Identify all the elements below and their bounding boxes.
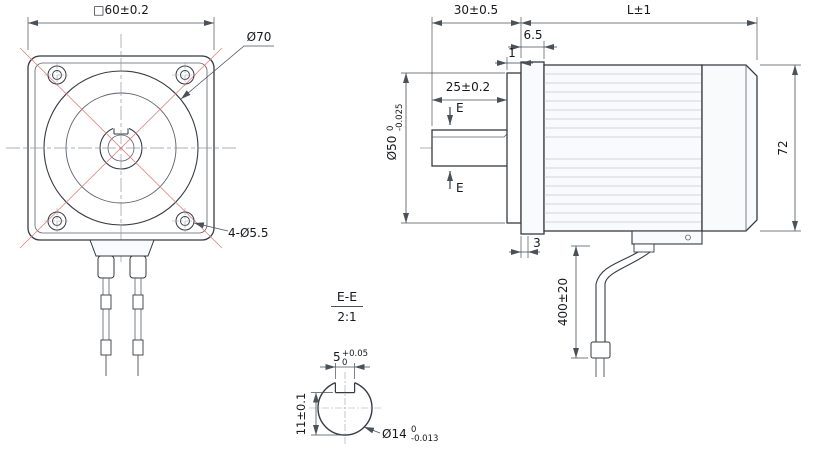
dim-motor-length: L±1 <box>627 3 651 17</box>
slot-outline <box>334 382 356 394</box>
section-mark-top: E <box>456 101 464 115</box>
svg-text:-0.013: -0.013 <box>411 434 438 444</box>
cable <box>590 251 651 377</box>
screw-dot <box>685 234 691 241</box>
dim-body-height: 72 <box>776 140 790 155</box>
section-scale: 2:1 <box>337 310 356 324</box>
svg-text:-0.025: -0.025 <box>395 104 405 131</box>
cable-gland <box>633 243 655 253</box>
wire-ferrule <box>100 339 112 356</box>
front-flange <box>520 61 545 235</box>
dim-section-height: 11±0.1 <box>294 392 343 436</box>
front-view-dimensions: □60±0.2 Ø70 4-Ø5.5 <box>27 3 274 240</box>
centerlines <box>6 34 236 262</box>
mounting-hole-bottom-right <box>172 208 198 234</box>
front-view: □60±0.2 Ø70 4-Ø5.5 <box>6 3 274 376</box>
dim-mounting-holes: 4-Ø5.5 <box>228 226 269 240</box>
dim-key-depth: 3 <box>533 236 541 250</box>
dim-pilot-diameter: Ø50 0 -0.025 <box>385 104 405 161</box>
section-cut-line-e: E E <box>447 101 464 195</box>
svg-text:11±0.1: 11±0.1 <box>294 393 308 436</box>
svg-text:400±20: 400±20 <box>556 278 570 326</box>
section-mark-bottom: E <box>456 181 464 195</box>
slot-erase <box>335 376 355 393</box>
svg-text:0: 0 <box>342 358 347 368</box>
dim-flange-thickness: 6.5 <box>523 28 542 42</box>
svg-text:0: 0 <box>411 425 416 435</box>
diagonal-centerline <box>19 47 223 249</box>
cable-end-connector <box>590 341 611 359</box>
svg-text:0: 0 <box>386 126 396 131</box>
dim-section-diameter: Ø14 0 -0.013 <box>363 425 438 444</box>
dim-cable-length: 400±20 <box>556 278 570 326</box>
cable-exit-box <box>631 230 703 245</box>
rear-endbell <box>701 64 758 232</box>
mounting-hole-top-left <box>44 62 70 88</box>
dim-slot-width: 5 +0.05 0 <box>320 349 370 379</box>
pilot-dia-leader <box>180 45 274 100</box>
svg-text:72: 72 <box>776 140 790 155</box>
dim-boss-protrusion: 1 <box>508 46 516 60</box>
pilot-boss <box>506 72 522 224</box>
svg-text:Ø14: Ø14 <box>382 427 407 441</box>
body-fin-lines <box>544 73 702 223</box>
dim-flange-square: □60±0.2 <box>93 3 149 17</box>
wire-ferrule <box>132 339 144 356</box>
motor-body <box>543 64 703 232</box>
mounting-hole-top-right <box>172 62 198 88</box>
cable-connector <box>129 255 147 279</box>
svg-text:5: 5 <box>333 350 341 364</box>
holes-leader <box>193 222 229 232</box>
svg-text:Ø50: Ø50 <box>385 136 399 161</box>
dim-flat-length: 25±0.2 <box>446 80 490 94</box>
front-view-wires <box>89 239 155 376</box>
dim-pilot-circle: Ø70 <box>247 30 272 44</box>
mounting-hole-bottom-left <box>44 208 70 234</box>
section-title: E-E <box>337 289 357 304</box>
side-view-dimensions: 30±0.5 L±1 6.5 1 25±0.2 Ø50 0 <box>385 3 801 359</box>
svg-text:+0.05: +0.05 <box>342 349 368 359</box>
side-view: E E 30±0.5 L±1 6.5 1 <box>385 3 801 377</box>
dim-shaft-extension: 30±0.5 <box>454 3 498 17</box>
section-ee-view: E-E 2:1 5 +0.05 0 11±0. <box>294 289 438 444</box>
cable-connector <box>97 255 115 279</box>
shaft-slot-erase <box>113 123 129 134</box>
